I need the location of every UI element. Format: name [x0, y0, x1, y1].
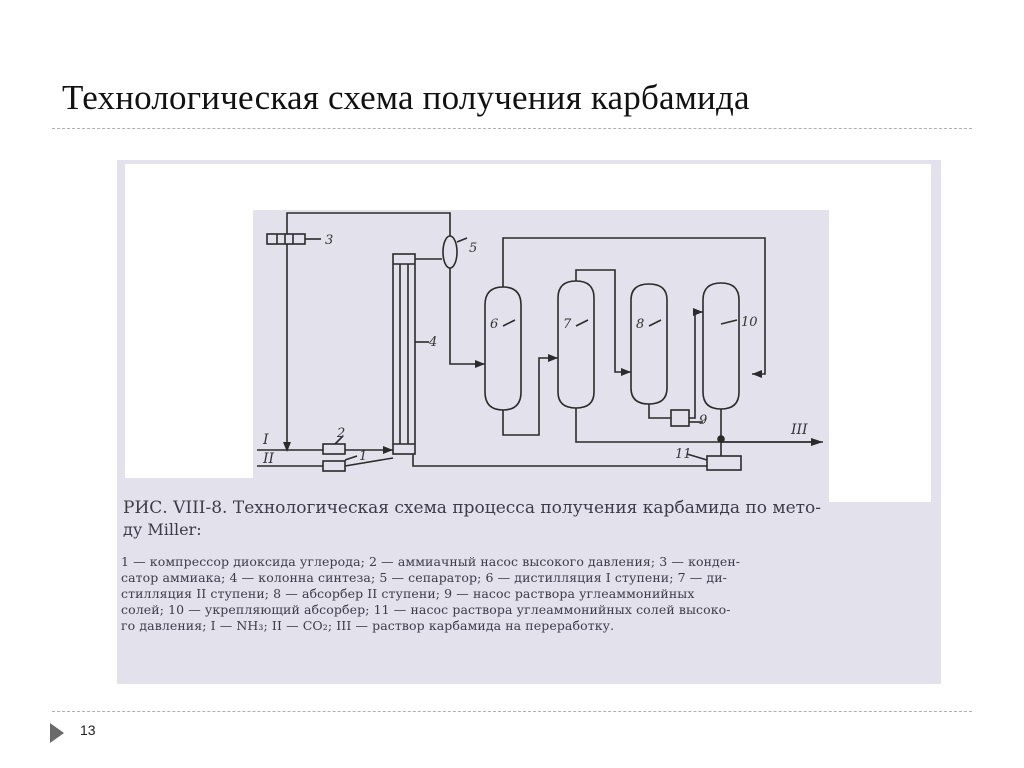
line-condenser-to-separator — [286, 212, 451, 450]
absorber-10 — [702, 282, 740, 410]
process-flow-diagram: 3 4 5 6 7 8 9 10 11 2 1 I II III — [257, 212, 823, 472]
caption-line: солей; 10 — укрепляющий абсорбер; 11 — н… — [121, 602, 731, 617]
condenser-3 — [266, 233, 306, 245]
caption-subtitle: ду Miller: — [123, 520, 202, 539]
caption-line: стилляция II ступени; 8 — абсорбер II ст… — [121, 586, 695, 601]
page-number: 13 — [80, 722, 96, 738]
label-separator: 5 — [469, 241, 477, 256]
slide-title: Технологическая схема получения карбамид… — [62, 78, 750, 117]
label-stream-co2: II — [262, 451, 275, 467]
separator-5 — [442, 235, 458, 269]
pump-11 — [706, 455, 742, 471]
pump-9 — [670, 409, 690, 427]
footer-divider — [52, 711, 972, 712]
scan-white-area-left — [125, 208, 253, 478]
label-distiller-2: 7 — [563, 317, 572, 332]
scanned-figure: 3 4 5 6 7 8 9 10 11 2 1 I II III РИС. VI… — [117, 160, 941, 684]
absorber-8 — [630, 283, 668, 405]
title-divider — [52, 128, 972, 129]
label-pump-11: 11 — [675, 447, 692, 462]
label-stream-product: III — [790, 422, 808, 438]
ammonia-pump-2 — [322, 443, 346, 455]
label-condenser: 3 — [325, 233, 333, 248]
label-absorber-2: 8 — [636, 317, 644, 332]
label-distiller-1: 6 — [490, 317, 498, 332]
label-absorber-10: 10 — [741, 315, 758, 330]
label-ammonia-pump: 2 — [336, 426, 345, 441]
distiller-7 — [557, 280, 595, 409]
label-compressor: 1 — [359, 449, 367, 464]
caption-line: 1 — компрессор диоксида углерода; 2 — ам… — [121, 554, 741, 569]
scan-white-area-top — [125, 164, 931, 210]
play-triangle-icon — [50, 723, 64, 743]
caption-line: го давления; I — NH₃; II — CO₂; III — ра… — [121, 618, 615, 633]
label-stream-nh3: I — [262, 432, 269, 448]
caption-line: сатор аммиака; 4 — колонна синтеза; 5 — … — [121, 570, 727, 585]
distiller-6 — [484, 286, 522, 411]
caption-title: РИС. VIII-8. Технологическая схема проце… — [123, 498, 822, 518]
scan-white-area-right — [829, 210, 931, 502]
compressor-1 — [322, 460, 346, 472]
synthesis-column-4 — [392, 253, 416, 455]
label-synthesis-column: 4 — [428, 335, 437, 350]
label-pump-9: 9 — [699, 413, 707, 428]
